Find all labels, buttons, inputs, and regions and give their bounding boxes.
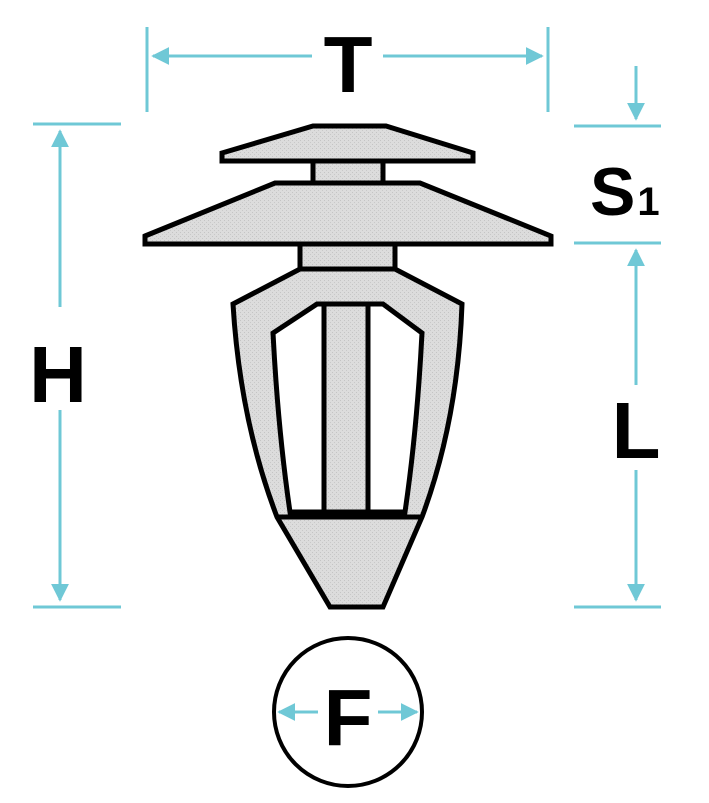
h-label: H bbox=[29, 330, 87, 419]
umbrella-flange bbox=[142, 180, 554, 247]
dimension-lines bbox=[33, 27, 661, 721]
upper-neck bbox=[310, 158, 386, 186]
lower-neck bbox=[297, 241, 398, 272]
s-label-main: S bbox=[590, 154, 635, 230]
f-label: F bbox=[324, 673, 373, 762]
top-cap bbox=[219, 123, 476, 164]
l-label: L bbox=[612, 386, 661, 475]
t-label: T bbox=[324, 20, 373, 109]
center-rib bbox=[321, 301, 371, 515]
f-diameter-circle bbox=[272, 636, 424, 788]
s-label: S1 bbox=[590, 154, 660, 230]
clip-drawing bbox=[142, 123, 554, 610]
s-label-subscript: 1 bbox=[637, 180, 659, 224]
